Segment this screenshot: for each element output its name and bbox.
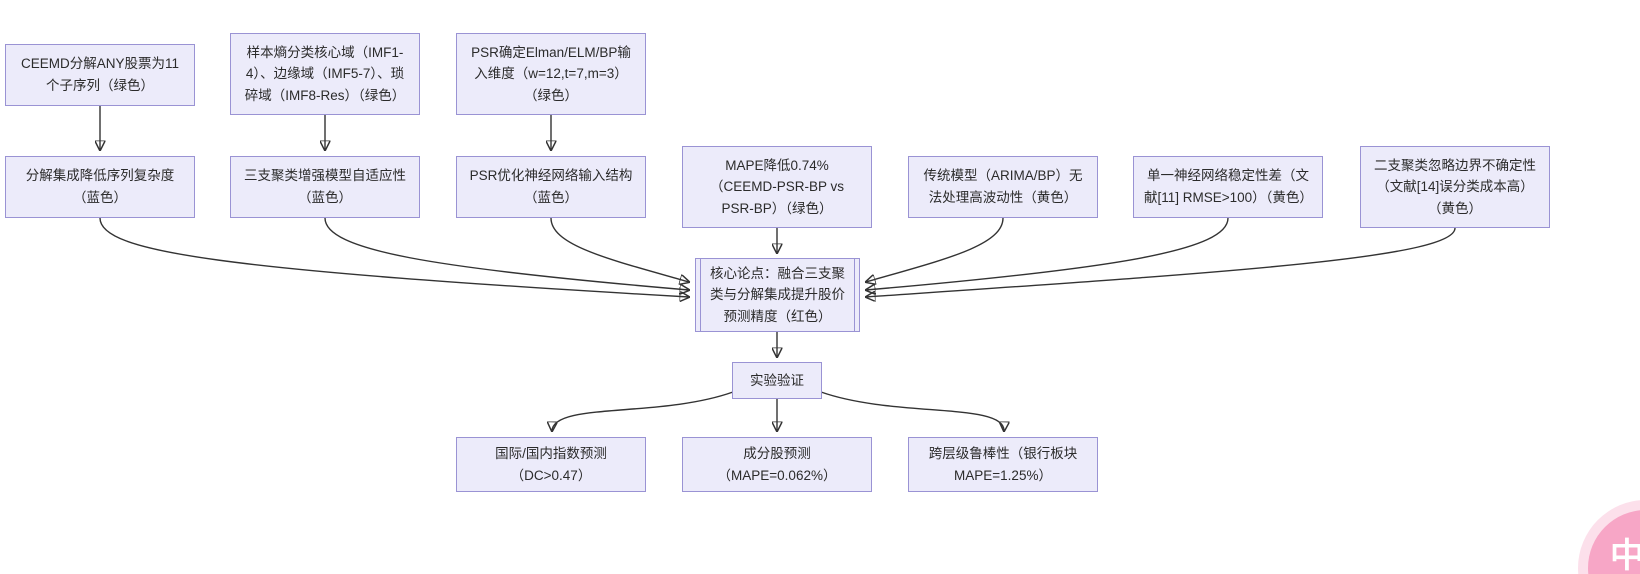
node-label: MAPE降低0.74%（CEEMD-PSR-BP vs PSR-BP）（绿色） (709, 157, 845, 216)
node-sample-entropy: 样本熵分类核心域（IMF1-4）、边缘域（IMF5-7）、琐碎域（IMF8-Re… (230, 33, 420, 115)
edge-psrstruct-to-core (550, 217, 689, 282)
node-index-prediction: 国际/国内指数预测（DC>0.47） (456, 437, 646, 492)
node-label: PSR优化神经网络输入结构（蓝色） (469, 168, 633, 205)
node-ceemd-decompose: CEEMD分解ANY股票为11个子序列（绿色） (5, 44, 195, 106)
node-label: 单一神经网络稳定性差（文献[11] RMSE>100）（黄色） (1144, 168, 1313, 205)
edge-decomp-to-core (99, 217, 689, 297)
node-label: 传统模型（ARIMA/BP）无法处理高波动性（黄色） (923, 168, 1083, 205)
node-core-thesis: 核心论点：融合三支聚类与分解集成提升股价预测精度（红色） (695, 258, 860, 332)
node-label: 国际/国内指数预测（DC>0.47） (495, 445, 607, 483)
edge-exp-to-index (552, 391, 734, 431)
node-label: CEEMD分解ANY股票为11个子序列（绿色） (20, 56, 180, 93)
translate-button[interactable]: 中 A (1588, 510, 1640, 574)
node-two-way-boundary: 二支聚类忽略边界不确定性（文献[14]误分类成本高）（黄色） (1360, 146, 1550, 228)
node-label: PSR确定Elman/ELM/BP输入维度（w=12,t=7,m=3）（绿色） (471, 44, 631, 103)
edge-exp-to-crosslevel (820, 391, 1004, 431)
node-component-stock: 成分股预测（MAPE=0.062%） (682, 437, 872, 492)
node-experiment: 实验验证 (732, 362, 822, 399)
translate-zh-glyph: 中 (1610, 537, 1640, 574)
edge-twoway-to-core (866, 227, 1456, 297)
node-decomp-complexity: 分解集成降低序列复杂度（蓝色） (5, 156, 195, 218)
node-mape-improve: MAPE降低0.74%（CEEMD-PSR-BP vs PSR-BP）（绿色） (682, 146, 872, 228)
node-psr-structure: PSR优化神经网络输入结构（蓝色） (456, 156, 646, 218)
node-label: 分解集成降低序列复杂度（蓝色） (25, 168, 175, 205)
node-traditional-limit: 传统模型（ARIMA/BP）无法处理高波动性（黄色） (908, 156, 1098, 218)
node-cross-level-robust: 跨层级鲁棒性（银行板块MAPE=1.25%） (908, 437, 1098, 492)
translate-en-glyph: A (1636, 550, 1640, 574)
node-label: 跨层级鲁棒性（银行板块MAPE=1.25%） (928, 445, 1078, 483)
edge-threeway-to-core (324, 217, 689, 290)
node-label: 核心论点：融合三支聚类与分解集成提升股价预测精度（红色） (710, 265, 845, 324)
node-single-nn-unstable: 单一神经网络稳定性差（文献[11] RMSE>100）（黄色） (1133, 156, 1323, 218)
node-label: 二支聚类忽略边界不确定性（文献[14]误分类成本高）（黄色） (1374, 157, 1536, 216)
node-psr-input-dim: PSR确定Elman/ELM/BP输入维度（w=12,t=7,m=3）（绿色） (456, 33, 646, 115)
edge-singlenn-to-core (866, 217, 1229, 290)
node-three-way-adaptive: 三支聚类增强模型自适应性（蓝色） (230, 156, 420, 218)
edge-traditional-to-core (866, 217, 1004, 282)
node-label: 样本熵分类核心域（IMF1-4）、边缘域（IMF5-7）、琐碎域（IMF8-Re… (244, 44, 406, 103)
node-label: 三支聚类增强模型自适应性（蓝色） (244, 168, 406, 205)
node-label: 成分股预测（MAPE=0.062%） (717, 445, 837, 483)
node-label: 实验验证 (750, 372, 804, 388)
